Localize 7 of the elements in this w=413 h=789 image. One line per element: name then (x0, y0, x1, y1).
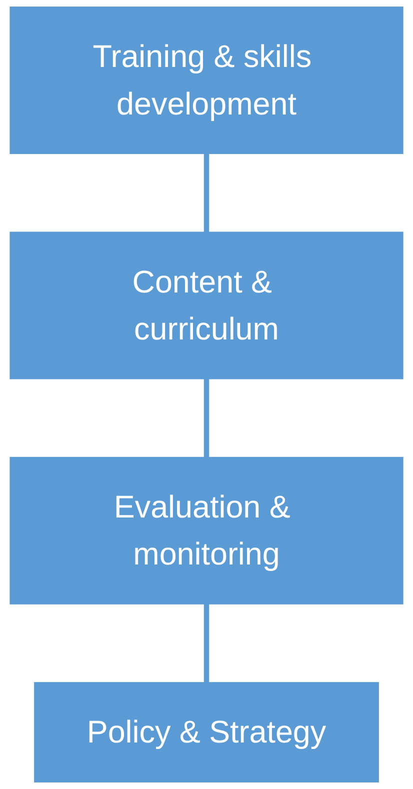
connector (204, 378, 210, 458)
node-box: Content & curriculum (10, 232, 404, 380)
node-box: Evaluation & monitoring (10, 456, 404, 604)
node-box: Policy & Strategy (34, 682, 379, 782)
node-box: Training & skills development (10, 6, 404, 154)
connector (204, 154, 210, 232)
connector (204, 604, 210, 683)
